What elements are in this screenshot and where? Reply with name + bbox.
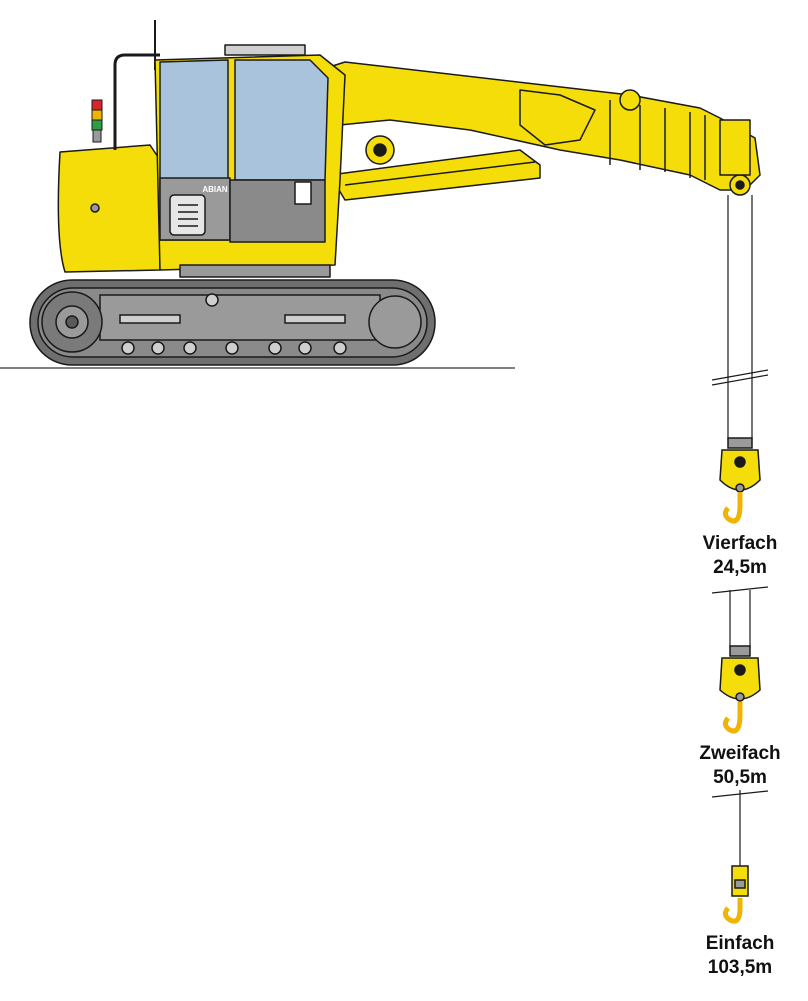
label-einfach: Einfach — [705, 933, 775, 954]
superstructure — [57, 44, 346, 278]
boom — [319, 61, 761, 201]
label-vierfach: Vierfach — [702, 533, 778, 554]
hook-block-zweifach — [719, 645, 761, 734]
height-einfach: 103,5m — [707, 957, 773, 978]
label-zweifach: Zweifach — [699, 743, 781, 764]
height-zweifach: 50,5m — [713, 767, 767, 788]
cab-badge: ABIAN — [202, 185, 228, 194]
hoist-ropes — [711, 195, 769, 866]
crawler-track — [29, 279, 436, 366]
height-vierfach: 24,5m — [713, 557, 767, 578]
hook-block-einfach — [722, 865, 749, 924]
hook-block-vierfach — [719, 437, 761, 524]
warning-beacon — [91, 99, 103, 143]
